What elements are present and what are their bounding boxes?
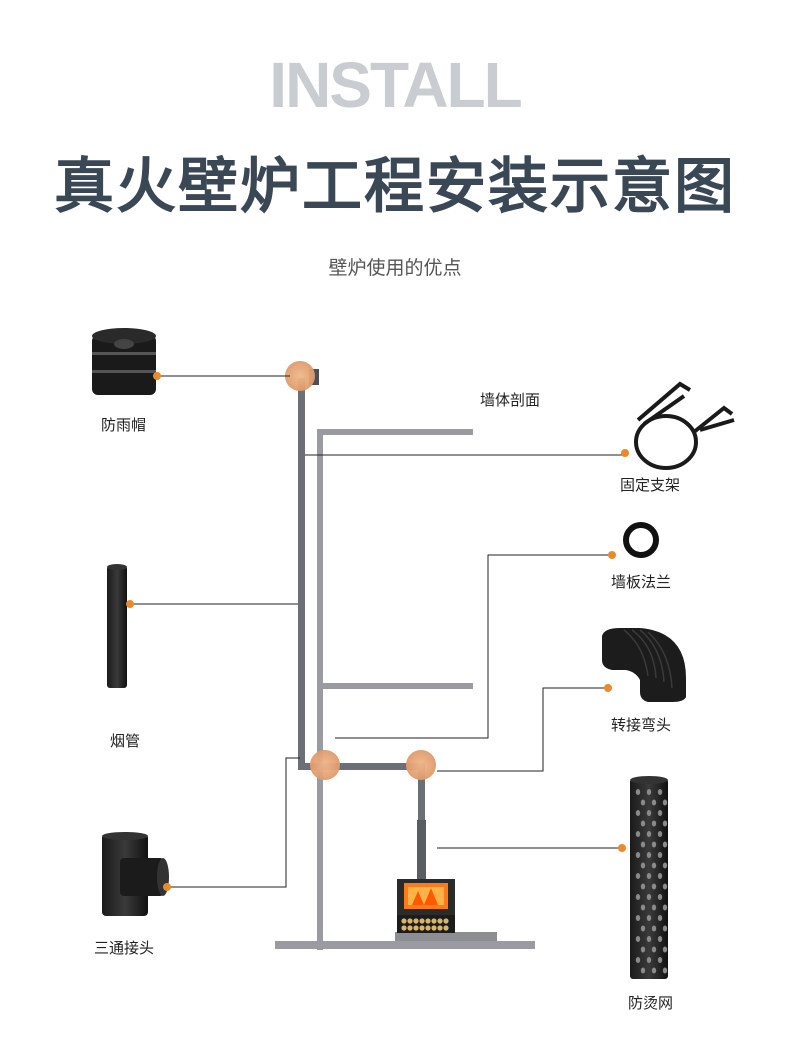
perforation-hole [662, 925, 668, 932]
perforation-hole [646, 957, 652, 963]
fireplace-stove-icon [397, 879, 455, 933]
perforation-hole [635, 936, 641, 942]
perforation-hole [657, 894, 663, 900]
perforation-hole [651, 925, 657, 932]
perforation-hole [635, 789, 641, 795]
rain-cap-icon [92, 328, 156, 395]
leader-elbow [437, 687, 608, 772]
marker-flue-pipe [126, 600, 134, 608]
page-title: 真火壁炉工程安装示意图 [54, 152, 736, 222]
perforation-hole [657, 873, 663, 879]
perforation-hole [651, 967, 657, 974]
marker-tee-joint [163, 883, 171, 891]
perforation-hole [646, 915, 652, 921]
hearth-base [395, 932, 497, 941]
horizontal-flue-pipe [298, 763, 424, 770]
perforation-hole [662, 841, 668, 848]
leader-wall-flange [335, 554, 612, 739]
perforation-hole [657, 957, 663, 963]
label-elbow: 转接弯头 [611, 716, 672, 734]
perforation-hole [635, 894, 641, 900]
wall-middle-ledge [323, 683, 473, 689]
marker-wall-flange [608, 551, 616, 559]
label-rain-cap: 防雨帽 [101, 416, 147, 434]
label-wall-flange: 墙板法兰 [611, 573, 672, 591]
perforation-hole [646, 831, 652, 837]
leader-lines [130, 375, 625, 888]
perforation-hole [646, 852, 652, 858]
perforation-hole [657, 936, 663, 942]
floor [275, 941, 535, 949]
perforation-hole [640, 841, 646, 848]
callout-markers [126, 372, 629, 891]
perforation-hole [640, 925, 646, 932]
title-install: INSTALL [269, 49, 522, 121]
perforation-hole [651, 904, 657, 911]
perforation-hole [646, 894, 652, 900]
perforation-hole [662, 967, 668, 974]
label-tee-joint: 三通接头 [94, 939, 155, 957]
perforation-hole [640, 820, 646, 827]
perforation-hole [635, 957, 641, 963]
vertical-flue-pipe [298, 378, 305, 770]
perforation-hole [651, 799, 657, 806]
perforation-hole [635, 915, 641, 921]
perforation-hole [640, 904, 646, 911]
perforation-hole [640, 883, 646, 890]
tee-joint-highlight [310, 750, 340, 780]
perforation-hole [646, 873, 652, 879]
perforation-hole [651, 862, 657, 869]
perforation-hole [662, 904, 668, 911]
perforation-hole [657, 810, 663, 816]
perforation-hole [635, 810, 641, 816]
perforation-hole [662, 883, 668, 890]
wall-vertical [317, 429, 323, 950]
marker-elbow [604, 684, 612, 692]
perforation-hole [662, 799, 668, 806]
heat-guard-icon [630, 776, 668, 979]
perforation-hole [640, 799, 646, 806]
label-fixed-bracket: 固定支架 [620, 476, 681, 494]
perforation-hole [635, 831, 641, 837]
wall-top-ledge [317, 429, 473, 435]
label-flue-pipe: 烟管 [110, 732, 141, 750]
flue-pipe-icon [107, 564, 127, 688]
wall-flange-icon [623, 522, 659, 558]
perforation-hole [640, 967, 646, 974]
perforation-hole [662, 820, 668, 827]
perforation-hole [651, 820, 657, 827]
fixed-bracket-icon [634, 381, 735, 470]
marker-heat-guard [618, 844, 626, 852]
marker-fixed-bracket [621, 449, 629, 457]
perforation-hole [640, 862, 646, 869]
perforation-hole [662, 862, 668, 869]
perforation-hole [635, 852, 641, 858]
perforation-hole [651, 946, 657, 953]
perforation-hole [657, 915, 663, 921]
tee-joint-icon [102, 832, 169, 916]
leader-tee-joint [167, 757, 300, 888]
top-joint-highlight [285, 361, 315, 391]
subtitle: 壁炉使用的优点 [328, 257, 462, 279]
perforation-hole [657, 789, 663, 795]
perforation-hole [657, 831, 663, 837]
perforation-hole [646, 810, 652, 816]
perforation-hole [646, 936, 652, 942]
perforation-hole [657, 852, 663, 858]
riser-jacket [417, 820, 426, 880]
perforation-hole [651, 841, 657, 848]
perforation-hole [662, 946, 668, 953]
elbow-icon [602, 628, 686, 702]
label-heat-guard: 防烫网 [628, 994, 674, 1012]
wall-section [275, 429, 535, 950]
perforation-hole [651, 883, 657, 890]
perforation-hole [635, 873, 641, 879]
elbow-joint-highlight [406, 750, 436, 780]
perforation-hole [646, 789, 652, 795]
perforation-hole [640, 946, 646, 953]
label-wall-section: 墙体剖面 [480, 391, 541, 409]
marker-rain-cap [153, 372, 161, 380]
